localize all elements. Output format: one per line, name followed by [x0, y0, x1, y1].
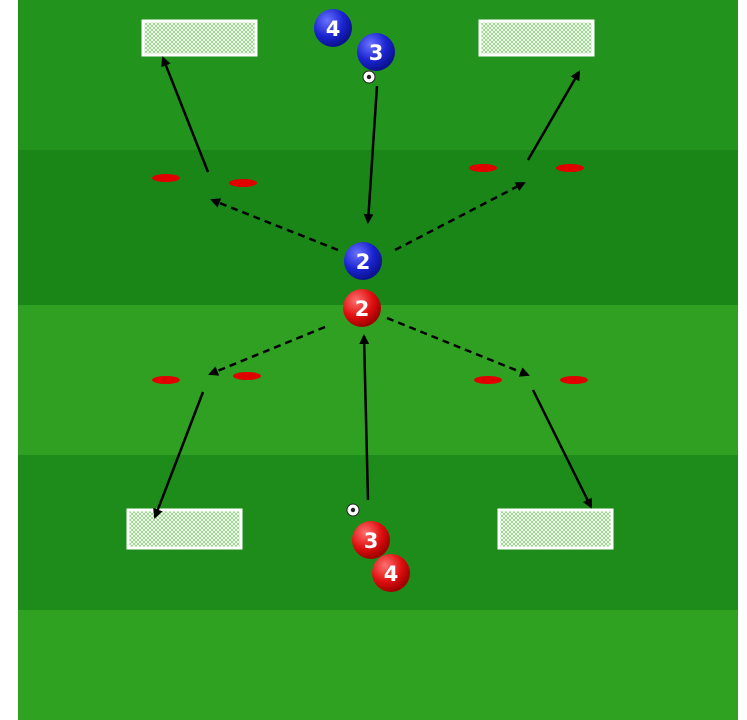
goal-top-left [141, 19, 258, 57]
cone-gate-bottom-right [474, 376, 588, 384]
goal-bottom-left [126, 508, 243, 550]
arrow-shot-bottom-left [153, 391, 205, 519]
pitch-surface [18, 0, 738, 720]
player-number: 4 [326, 17, 341, 41]
pass-red-right [386, 316, 530, 377]
cone-gate-bottom-left [152, 372, 261, 384]
ball-bottom [346, 503, 360, 517]
arrow-shot-top-right [526, 70, 581, 161]
arrow-red3-dribble [359, 334, 370, 501]
player-number: 2 [355, 297, 370, 321]
player-number: 4 [384, 562, 399, 586]
pass-red-left [208, 325, 326, 376]
player-number: 2 [356, 250, 371, 274]
pass-blue-left [210, 198, 339, 252]
cone-gate-top-left [152, 174, 257, 187]
pass-blue-right [394, 181, 526, 252]
player-number: 3 [369, 41, 384, 65]
player-blue-2: 2 [344, 242, 382, 280]
goal-top-right [478, 19, 595, 57]
goal-bottom-right [497, 508, 614, 550]
arrow-shot-bottom-right [531, 389, 593, 509]
player-red-3: 3 [352, 521, 390, 559]
arrow-shot-top-left [161, 56, 210, 173]
dashed-arrows [208, 181, 530, 377]
arrow-blue3-dribble [363, 85, 379, 224]
player-red-4: 4 [372, 554, 410, 592]
player-blue-3: 3 [357, 33, 395, 71]
solid-arrows [153, 56, 593, 519]
player-number: 3 [364, 529, 379, 553]
player-red-2: 2 [343, 289, 381, 327]
ball-top [362, 70, 376, 84]
player-blue-4: 4 [314, 9, 352, 47]
cone-gate-top-right [469, 164, 584, 172]
